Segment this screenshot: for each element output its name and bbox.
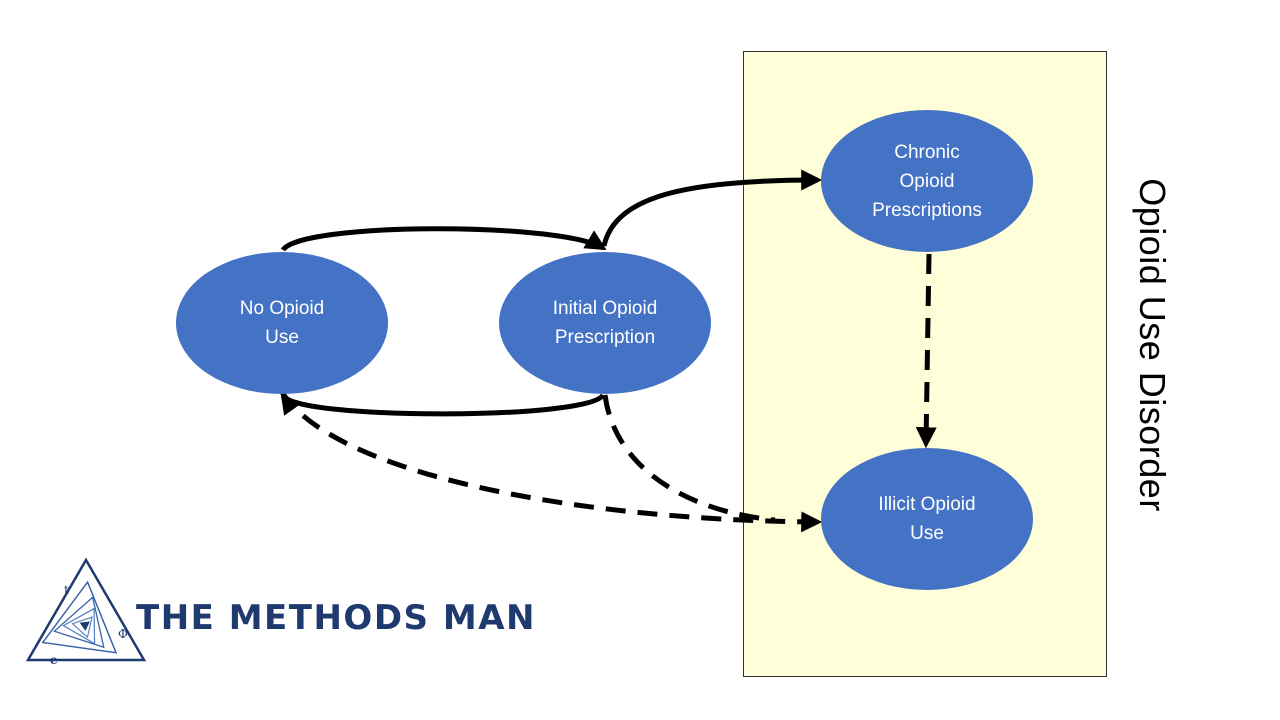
node-no-opioid-use: No Opioid Use [176, 252, 388, 394]
logo-symbol-e: e [50, 653, 58, 667]
edge-no-use-to-illicit [279, 390, 823, 533]
node-label: Illicit Opioid Use [878, 494, 976, 544]
edge-initial-to-no-use [280, 392, 606, 417]
node-label: No Opioid Use [239, 298, 325, 348]
logo-wordmark: THE METHODS MAN [136, 598, 536, 638]
logo-symbol-phi: Φ [118, 627, 128, 641]
methods-man-logo-icon: t Φ e [25, 557, 147, 667]
edge-initial-to-chronic [601, 169, 823, 247]
edge-chronic-to-illicit [915, 253, 937, 449]
node-initial-opioid-prescription: Initial Opioid Prescription [499, 252, 711, 394]
node-chronic-opioid-prescriptions: Chronic Opioid Prescriptions [821, 110, 1033, 252]
group-label-opioid-use-disorder: Opioid Use Disorder [1132, 178, 1173, 512]
node-illicit-opioid-use: Illicit Opioid Use [821, 448, 1033, 590]
edge-no-use-to-initial [280, 226, 607, 252]
node-label: Chronic Opioid Prescriptions [872, 141, 982, 221]
node-label: Initial Opioid Prescription [552, 298, 658, 348]
edge-initial-to-illicit [602, 394, 776, 523]
logo-symbol-t: t [64, 583, 69, 597]
